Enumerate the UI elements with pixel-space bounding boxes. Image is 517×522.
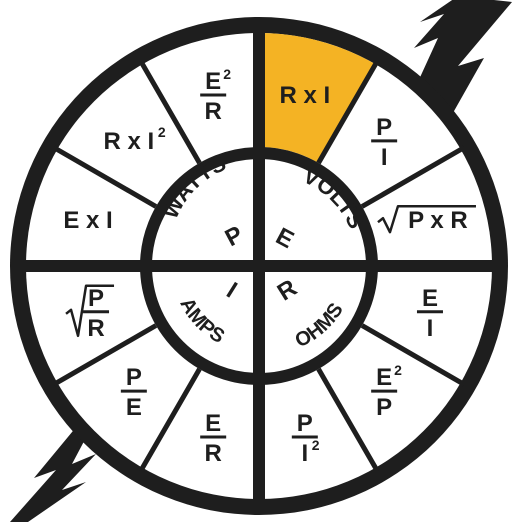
numerator: E bbox=[205, 68, 221, 95]
formula-r-times-i: R x I bbox=[279, 82, 330, 109]
denominator: R bbox=[205, 98, 222, 125]
sector-divider bbox=[316, 59, 380, 165]
formula-sqrt-p-times-r: P x R bbox=[377, 204, 476, 234]
denominator: R bbox=[87, 315, 104, 342]
formula-p-over-i: PI bbox=[371, 114, 398, 171]
highlighted-sector bbox=[259, 33, 376, 163]
sector-divider bbox=[138, 59, 202, 165]
numerator-superscript: 2 bbox=[394, 362, 402, 378]
formula-text: R x I bbox=[103, 128, 154, 155]
formula-p-over-e: PE bbox=[120, 364, 147, 421]
formula-sqrt-p-over-r: PR bbox=[65, 284, 115, 342]
numerator: E bbox=[376, 364, 392, 391]
sector-divider bbox=[316, 367, 380, 473]
denominator: I bbox=[427, 315, 434, 342]
formula-text: R x I bbox=[279, 82, 330, 109]
numerator: P bbox=[126, 364, 142, 391]
numerator: P bbox=[297, 410, 313, 437]
numerator: E bbox=[422, 285, 438, 312]
numerator: P bbox=[376, 114, 392, 141]
radical-sign-icon bbox=[65, 284, 115, 338]
formula-text: P x R bbox=[408, 207, 468, 234]
denominator: I bbox=[381, 144, 388, 171]
denominator: E bbox=[126, 394, 142, 421]
denominator: I bbox=[301, 440, 308, 467]
radical-sign-icon bbox=[377, 204, 476, 234]
formula-text: E x I bbox=[63, 207, 112, 234]
denominator: P bbox=[376, 394, 392, 421]
formula-e-over-r: ER bbox=[200, 410, 227, 467]
sector-divider bbox=[52, 145, 158, 209]
sector-divider bbox=[360, 323, 466, 387]
formula-superscript: 2 bbox=[158, 124, 166, 140]
numerator-superscript: 2 bbox=[223, 66, 231, 82]
formula-e-over-i: EI bbox=[416, 285, 443, 342]
inner-cross-horizontal bbox=[25, 260, 493, 272]
sector-divider bbox=[138, 367, 202, 473]
numerator: E bbox=[205, 410, 221, 437]
denominator: R bbox=[205, 440, 222, 467]
denominator-superscript: 2 bbox=[312, 437, 320, 453]
formula-e-times-i: E x I bbox=[63, 207, 112, 234]
sector-divider bbox=[52, 323, 158, 387]
numerator: P bbox=[88, 285, 104, 312]
sector-divider bbox=[360, 145, 466, 209]
